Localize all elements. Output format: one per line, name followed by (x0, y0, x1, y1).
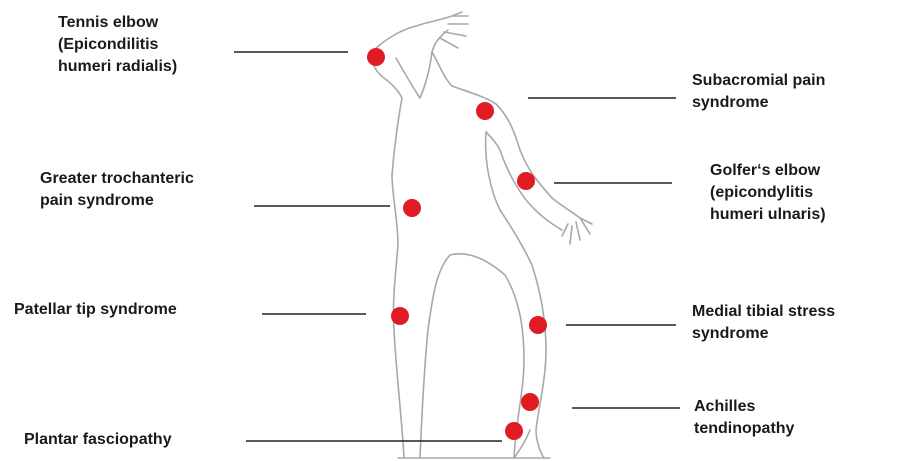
label-patellar-tip-syndrome: Patellar tip syndrome (14, 299, 177, 321)
label-trochanteric-line-2: pain syndrome (40, 190, 194, 212)
label-plantar-fasciopathy: Plantar fasciopathy (24, 429, 172, 451)
leader-lines (234, 52, 680, 441)
label-tibial-line-1: Medial tibial stress (692, 301, 835, 323)
label-golfers-elbow-line-1: Golfer‘s elbow (710, 160, 826, 182)
label-golfers-elbow-line-3: humeri ulnaris) (710, 204, 826, 226)
marker-achilles (521, 393, 539, 411)
label-tennis-elbow: Tennis elbow (Epicondilitis humeri radia… (58, 12, 177, 78)
label-achilles-line-2: tendinopathy (694, 418, 794, 440)
label-plantar-line-1: Plantar fasciopathy (24, 429, 172, 451)
label-medial-tibial-stress-syndrome: Medial tibial stress syndrome (692, 301, 835, 345)
marker-golfers-elbow (517, 172, 535, 190)
label-golfers-elbow: Golfer‘s elbow (epicondylitis humeri uln… (710, 160, 826, 226)
label-tennis-elbow-line-1: Tennis elbow (58, 12, 177, 34)
marker-trochanteric (403, 199, 421, 217)
label-greater-trochanteric-pain-syndrome: Greater trochanteric pain syndrome (40, 168, 194, 212)
label-subacromial-line-1: Subacromial pain (692, 70, 825, 92)
label-patellar-line-1: Patellar tip syndrome (14, 299, 177, 321)
label-subacromial-pain-syndrome: Subacromial pain syndrome (692, 70, 825, 114)
label-trochanteric-line-1: Greater trochanteric (40, 168, 194, 190)
marker-plantar (505, 422, 523, 440)
label-subacromial-line-2: syndrome (692, 92, 825, 114)
human-silhouette (372, 12, 592, 458)
pain-markers (367, 48, 547, 440)
label-golfers-elbow-line-2: (epicondylitis (710, 182, 826, 204)
label-tennis-elbow-line-3: humeri radialis) (58, 56, 177, 78)
label-tibial-line-2: syndrome (692, 323, 835, 345)
label-achilles-line-1: Achilles (694, 396, 794, 418)
marker-subacromial (476, 102, 494, 120)
marker-patellar (391, 307, 409, 325)
label-tennis-elbow-line-2: (Epicondilitis (58, 34, 177, 56)
marker-tennis-elbow (367, 48, 385, 66)
marker-tibial (529, 316, 547, 334)
label-achilles-tendinopathy: Achilles tendinopathy (694, 396, 794, 440)
